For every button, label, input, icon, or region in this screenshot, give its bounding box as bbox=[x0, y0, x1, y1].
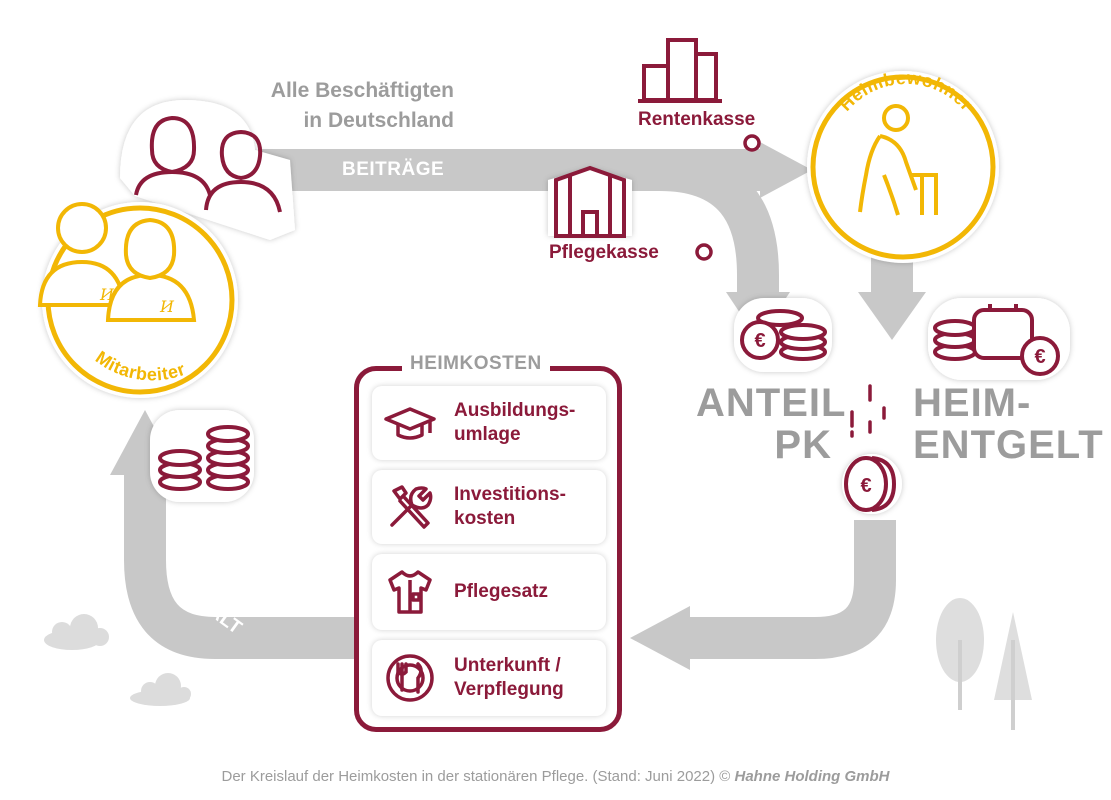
svg-text:И: И bbox=[99, 285, 115, 304]
all-employees-label: Alle Beschäftigten in Deutschland bbox=[240, 76, 454, 136]
heimkosten-item: Unterkunft / Verpflegung bbox=[372, 640, 606, 716]
beitraege-label: BEITRÄGE bbox=[342, 159, 445, 180]
graduation-cap-icon bbox=[384, 407, 436, 440]
svg-text:€: € bbox=[860, 475, 871, 497]
wallet-coins-icon: € bbox=[928, 298, 1070, 380]
tree-icon bbox=[936, 598, 984, 710]
svg-text:€: € bbox=[1034, 346, 1045, 368]
caption-brand: Hahne Holding GmbH bbox=[734, 768, 890, 785]
heimentgelt-line-2: ENTGELT bbox=[913, 423, 1104, 467]
tree-icon bbox=[994, 612, 1032, 730]
heimkosten-item: Pflegesatz bbox=[372, 554, 606, 630]
item-label: Ausbildungs- umlage bbox=[454, 400, 576, 445]
heimkosten-item: Ausbildungs- umlage bbox=[372, 386, 606, 460]
elderly-person-icon bbox=[858, 104, 938, 216]
building-icon bbox=[638, 38, 722, 103]
mitarbeiter-circle: И И bbox=[37, 202, 238, 398]
heimentgelt-label: HEIM- ENTGELT bbox=[913, 382, 1104, 466]
all-employees-line-2: in Deutschland bbox=[303, 109, 454, 132]
heimentgelt-line-1: HEIM- bbox=[913, 381, 1032, 425]
svg-text:И: И bbox=[159, 297, 175, 316]
heimkosten-title: HEIMKOSTEN bbox=[402, 353, 550, 375]
house-icon bbox=[548, 165, 632, 238]
rentenkasse-arrow bbox=[640, 142, 812, 198]
shirt-icon bbox=[388, 570, 432, 614]
item-label: Investitions- kosten bbox=[454, 484, 566, 529]
coins-euro-icon: € bbox=[734, 298, 832, 372]
pflegekasse-marker bbox=[695, 243, 713, 261]
heimbewohner-circle bbox=[807, 71, 999, 263]
anteil-line-2: PK bbox=[774, 423, 832, 467]
pflegekasse-label: Pflegekasse bbox=[549, 242, 659, 263]
item-label: Unterkunft / Verpflegung bbox=[454, 655, 564, 700]
coin-stacks-icon bbox=[150, 410, 254, 502]
falling-coin-icon: € bbox=[842, 384, 902, 514]
rentenkasse-label: Rentenkasse bbox=[638, 109, 756, 130]
plate-cutlery-icon bbox=[386, 654, 434, 702]
cloud-icon bbox=[130, 673, 191, 706]
caption-text: Der Kreislauf der Heimkosten in der stat… bbox=[221, 768, 735, 785]
heimkosten-item: Investitions- kosten bbox=[372, 470, 606, 544]
return-arrow bbox=[630, 520, 896, 670]
tools-icon bbox=[390, 485, 433, 529]
cloud-icon bbox=[44, 614, 109, 650]
svg-text:€: € bbox=[754, 330, 765, 352]
item-label: Pflegesatz bbox=[454, 581, 548, 602]
anteil-line-1: ANTEIL bbox=[696, 381, 847, 425]
caption: Der Kreislauf der Heimkosten in der stat… bbox=[0, 768, 1111, 785]
all-employees-line-1: Alle Beschäftigten bbox=[270, 79, 454, 102]
rentenkasse-marker bbox=[743, 134, 761, 152]
anteil-pk-label: ANTEIL PK bbox=[696, 381, 847, 467]
